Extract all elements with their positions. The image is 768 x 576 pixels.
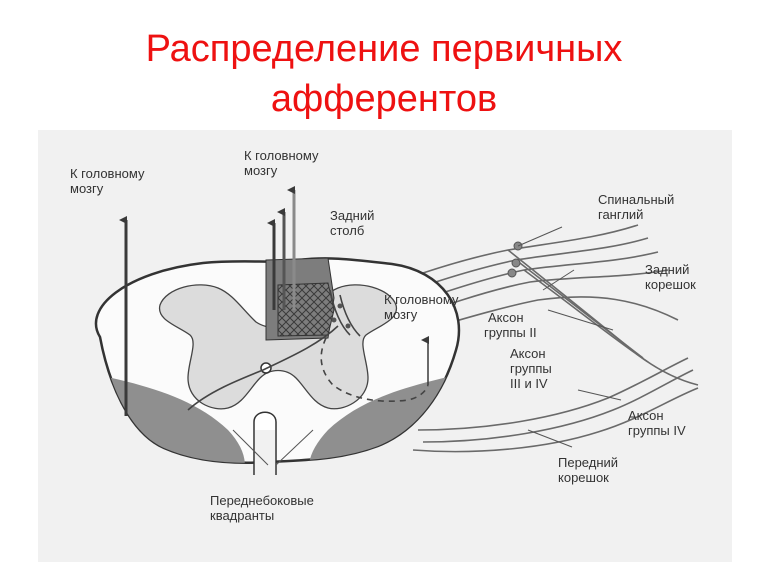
label-to-brain-left-1: К головному <box>70 166 145 181</box>
label-axon-group34-3: III и IV <box>510 376 548 391</box>
title-line-1: Распределение первичных <box>145 28 623 70</box>
label-axon-group4-2: группы IV <box>628 423 686 438</box>
label-dorsal-column-1: Задний <box>330 208 374 223</box>
label-to-brain-top-1: К головному <box>244 148 319 163</box>
label-spinal-ganglion-2: ганглий <box>598 207 643 222</box>
label-dorsal-root-2: корешок <box>645 277 696 292</box>
label-axon-group2-2: группы II <box>484 325 537 340</box>
synapse-dots <box>331 303 351 329</box>
label-anterolateral-1: Переднебоковые <box>210 493 314 508</box>
title-line-2: афферентов <box>270 78 498 120</box>
leader-lines <box>232 226 622 466</box>
spinal-cord-diagram: К головному мозгу К головному мозгу Задн… <box>70 148 699 523</box>
internal-fibers <box>187 289 429 411</box>
label-axon-group4-1: Аксон <box>628 408 664 423</box>
label-to-brain-left-2: мозгу <box>70 181 104 196</box>
label-anterolateral-2: квадранты <box>210 508 274 523</box>
label-to-brain-mid-1: К головному <box>384 292 459 307</box>
labels: К головному мозгу К головному мозгу Задн… <box>70 148 696 523</box>
label-dorsal-root-1: Задний <box>645 262 689 277</box>
label-to-brain-mid-2: мозгу <box>384 307 418 322</box>
label-axon-group2-1: Аксон <box>488 310 524 325</box>
label-dorsal-column-2: столб <box>330 223 364 238</box>
slide-title: Распределение первичных афферентов <box>0 24 768 124</box>
label-to-brain-top-2: мозгу <box>244 163 278 178</box>
label-ventral-root-2: корешок <box>558 470 609 485</box>
spinal-cord-figure: К головному мозгу К головному мозгу Задн… <box>38 130 732 562</box>
ascending-arrows <box>119 186 429 416</box>
label-ventral-root-1: Передний <box>558 455 618 470</box>
label-axon-group34-2: группы <box>510 361 552 376</box>
label-spinal-ganglion-1: Спинальный <box>598 192 674 207</box>
label-axon-group34-1: Аксон <box>510 346 546 361</box>
dorsal-column <box>265 257 335 341</box>
